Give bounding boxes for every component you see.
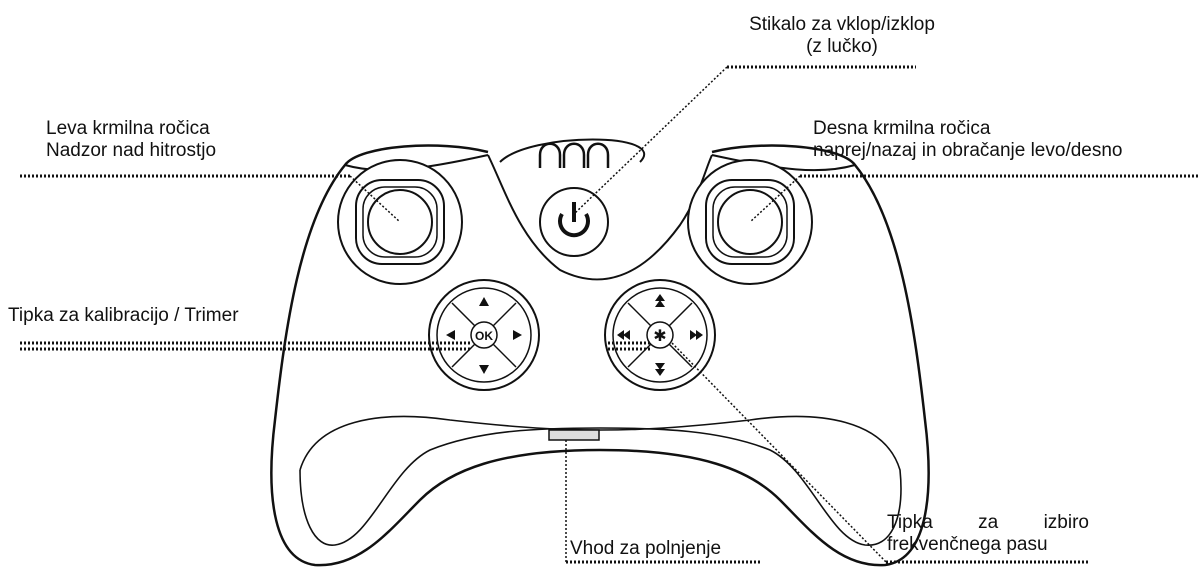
left-dpad: OK (428, 279, 540, 391)
charging-port-label: Vhod za polnjenje (570, 538, 721, 560)
double-right-arrow-icon (696, 330, 703, 340)
dpad-right-arrow-icon (513, 330, 522, 340)
asterisk-button-label: ✱ (653, 326, 666, 345)
dpad-left-arrow-icon (446, 330, 455, 340)
double-left-arrow-icon (617, 330, 624, 340)
leader-lines (20, 65, 1200, 564)
calibration-button-label-line1: Tipka za kalibracijo / Trimer (8, 305, 239, 326)
power-switch-label-line2: (z lučko) (806, 36, 878, 57)
right-stick-label: Desna krmilna ročica naprej/nazaj in obr… (813, 118, 1123, 162)
frequency-button-label-line2: frekvenčnega pasu (887, 534, 1048, 555)
right-stick (687, 159, 813, 285)
double-up-arrow-icon (655, 294, 665, 301)
frequency-button-label-line1: Tipka za izbiro (887, 512, 1089, 533)
charging-port (548, 429, 600, 441)
frequency-button-label: Tipka za izbiro frekvenčnega pasu (887, 512, 1089, 556)
left-stick-label-line1: Leva krmilna ročica (46, 118, 210, 139)
ok-button-label: OK (475, 329, 493, 343)
charging-port-label-line1: Vhod za polnjenje (570, 538, 722, 559)
right-dpad: ✱ (604, 279, 716, 391)
calibration-button-label: Tipka za kalibracijo / Trimer (8, 305, 239, 327)
right-stick-label-line1: Desna krmilna ročica (813, 118, 991, 139)
left-stick-label: Leva krmilna ročica Nadzor nad hitrostjo (46, 118, 216, 162)
double-down-arrow-icon (655, 369, 665, 376)
left-stick-label-line2: Nadzor nad hitrostjo (46, 140, 217, 161)
power-switch-label: Stikalo za vklop/izklop (z lučko) (722, 14, 962, 58)
dpad-down-arrow-icon (479, 365, 489, 374)
right-stick-label-line2: naprej/nazaj in obračanje levo/desno (813, 140, 1123, 161)
left-stick (337, 159, 463, 285)
dpad-up-arrow-icon (479, 297, 489, 306)
power-switch-label-line1: Stikalo za vklop/izklop (749, 14, 935, 35)
controller-inner-contour (299, 415, 902, 546)
power-button (539, 187, 609, 257)
